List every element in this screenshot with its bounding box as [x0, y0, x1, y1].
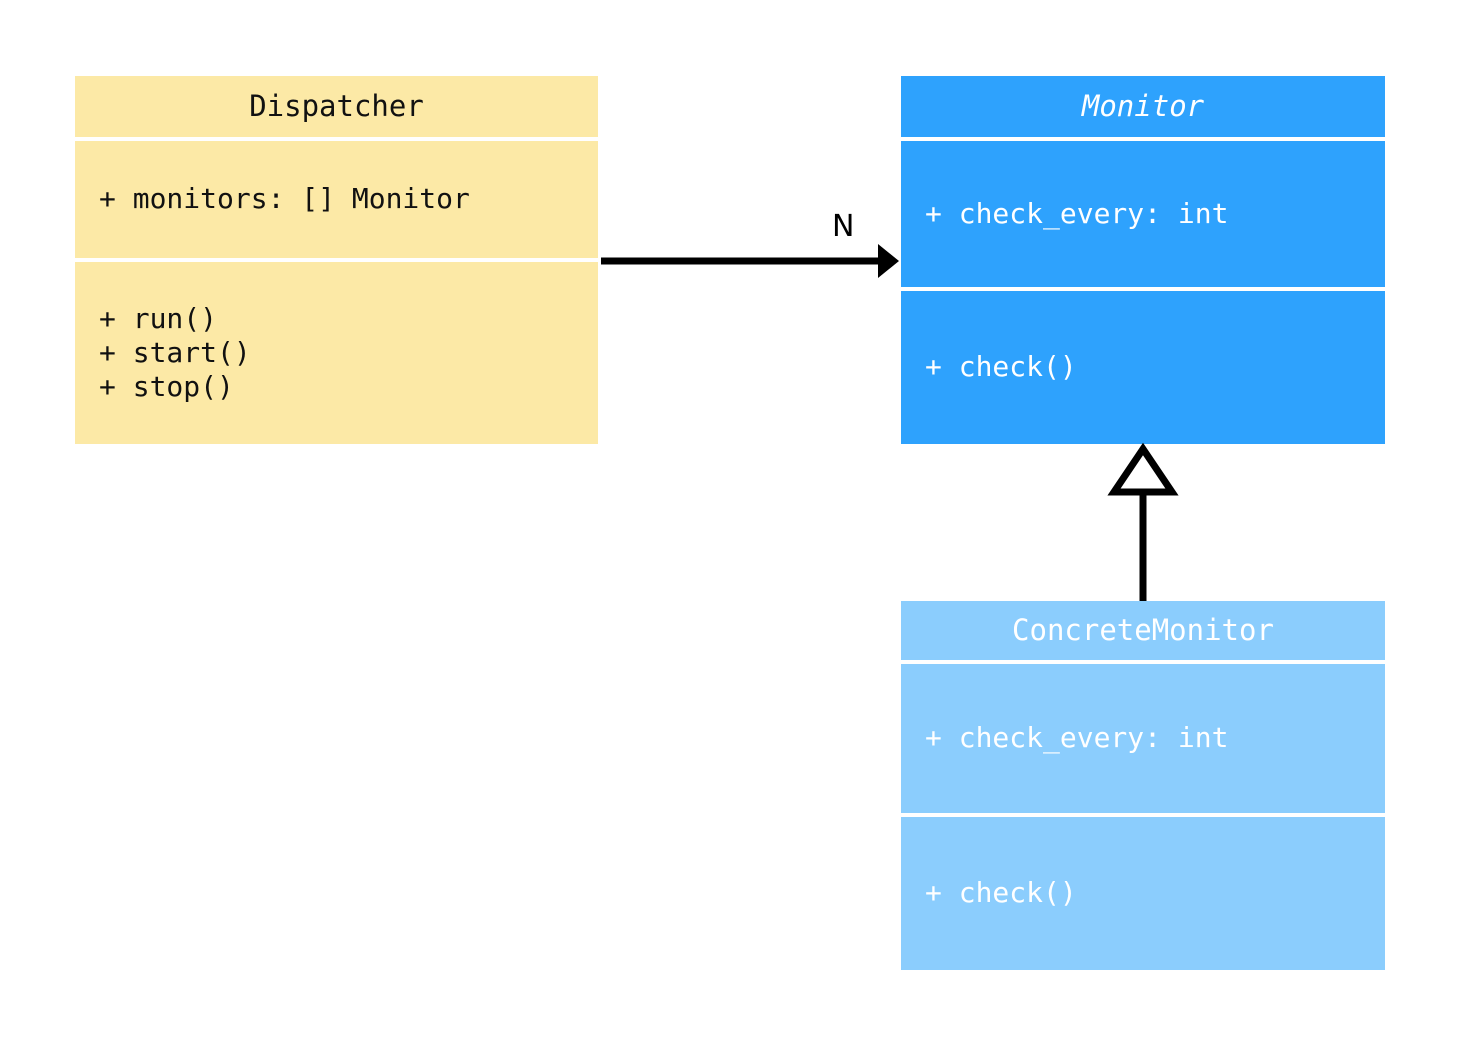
- class-box-concrete-monitor[interactable]: ConcreteMonitor + check_every: int + che…: [901, 601, 1385, 970]
- class-attributes-compartment-monitor: + check_every: int: [901, 141, 1385, 287]
- class-title-compartment-dispatcher: Dispatcher: [75, 76, 598, 137]
- class-name-monitor: Monitor: [1081, 89, 1205, 123]
- class-title-compartment-monitor: Monitor: [901, 76, 1385, 137]
- method-row: + start(): [99, 335, 251, 369]
- class-attributes-compartment-dispatcher: + monitors: [] Monitor: [75, 141, 598, 258]
- class-methods-compartment-monitor: + check(): [901, 291, 1385, 444]
- class-attributes-compartment-concrete-monitor: + check_every: int: [901, 664, 1385, 813]
- attribute-row: + check_every: int: [925, 196, 1229, 230]
- class-methods-compartment-dispatcher: + run() + start() + stop(): [75, 262, 598, 444]
- class-box-dispatcher[interactable]: Dispatcher + monitors: [] Monitor + run(…: [75, 76, 598, 444]
- attribute-row: + monitors: [] Monitor: [99, 182, 470, 216]
- method-row: + stop(): [99, 370, 234, 404]
- hollow-triangle-arrowhead-icon: [1107, 442, 1179, 496]
- method-row: + check(): [925, 350, 1077, 384]
- filled-arrowhead-icon: [878, 244, 899, 278]
- multiplicity-label-n: N: [832, 209, 855, 244]
- method-row: + run(): [99, 301, 218, 335]
- class-title-compartment-concrete-monitor: ConcreteMonitor: [901, 601, 1385, 660]
- edge-concrete-to-monitor: [1107, 442, 1179, 601]
- edge-dispatcher-to-monitor: [601, 244, 899, 278]
- class-methods-compartment-concrete-monitor: + check(): [901, 817, 1385, 970]
- class-box-monitor[interactable]: Monitor + check_every: int + check(): [901, 76, 1385, 444]
- method-row: + check(): [925, 876, 1077, 910]
- class-name-dispatcher: Dispatcher: [249, 89, 424, 123]
- class-name-concrete-monitor: ConcreteMonitor: [1012, 613, 1274, 647]
- attribute-row: + check_every: int: [925, 721, 1229, 755]
